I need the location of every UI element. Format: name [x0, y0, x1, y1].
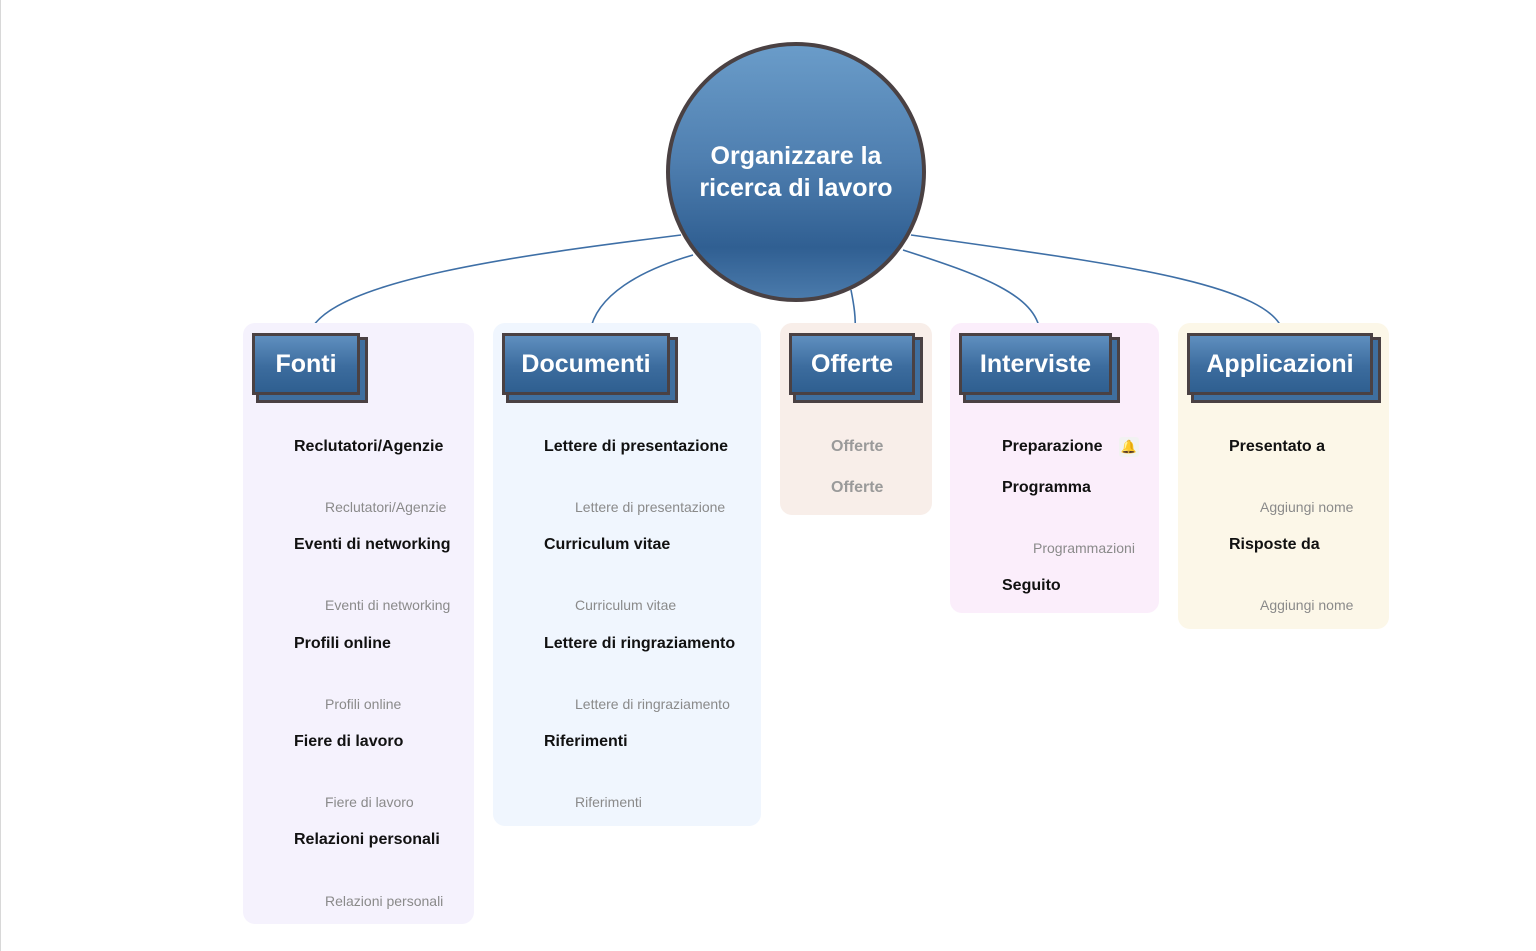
note-relazioni[interactable]: Relazioni personali [325, 893, 444, 909]
branch-offerte[interactable]: Offerte [789, 333, 915, 395]
note-lettere-presentazione[interactable]: Lettere di presentazione [575, 499, 726, 515]
subtopic-riferimenti[interactable]: Riferimenti [544, 733, 628, 750]
branch-interviste[interactable]: Interviste [959, 333, 1112, 395]
note-risposte[interactable]: Aggiungi nome [1260, 597, 1354, 613]
subtopic-offerte-2[interactable]: Offerte [831, 479, 884, 496]
subtopic-profili[interactable]: Profili online [294, 635, 391, 652]
note-profili[interactable]: Profili online [325, 696, 402, 712]
branch-documenti-label: Documenti [521, 349, 651, 378]
branch-interviste-label: Interviste [979, 349, 1092, 378]
note-riferimenti[interactable]: Riferimenti [575, 794, 642, 810]
subtopic-presentato[interactable]: Presentato a [1229, 438, 1326, 455]
branch-fonti[interactable]: Fonti [252, 333, 360, 395]
note-eventi[interactable]: Eventi di networking [325, 597, 451, 613]
connector-documenti [589, 254, 694, 333]
connector-applicazioni [910, 234, 1284, 333]
note-programmazioni[interactable]: Programmazioni [1033, 540, 1135, 556]
subtopic-relazioni[interactable]: Relazioni personali [294, 831, 440, 848]
central-topic-label: Organizzare la ricerca di lavoro [699, 142, 893, 202]
subtopic-fiere[interactable]: Fiere di lavoro [294, 733, 404, 750]
branch-offerte-label: Offerte [811, 349, 893, 378]
subtopic-risposte[interactable]: Risposte da [1229, 536, 1320, 553]
branch-documenti[interactable]: Documenti [502, 333, 670, 395]
note-fiere[interactable]: Fiere di lavoro [325, 794, 414, 810]
subtopic-programma[interactable]: Programma [1002, 479, 1091, 496]
subtopic-offerte-1[interactable]: Offerte [831, 438, 884, 455]
branch-applicazioni-label: Applicazioni [1206, 349, 1354, 378]
subtopic-reclutatori[interactable]: Reclutatori/Agenzie [294, 438, 444, 455]
subtopic-lettere-ringraziamento[interactable]: Lettere di ringraziamento [544, 635, 736, 652]
subtopic-seguito[interactable]: Seguito [1002, 577, 1061, 594]
subtopic-curriculum[interactable]: Curriculum vitae [544, 536, 671, 553]
panel-fonti [243, 323, 474, 924]
subtopic-eventi[interactable]: Eventi di networking [294, 536, 451, 553]
panel-documenti [493, 323, 761, 826]
connector-interviste [902, 249, 1041, 333]
note-lettere-ringraziamento[interactable]: Lettere di ringraziamento [575, 696, 730, 712]
note-presentato[interactable]: Aggiungi nome [1260, 499, 1354, 515]
branch-applicazioni[interactable]: Applicazioni [1187, 333, 1373, 395]
subtopic-preparazione[interactable]: Preparazione [1002, 438, 1103, 455]
bell-icon[interactable]: 🔔 [1119, 437, 1139, 457]
central-topic[interactable]: Organizzare la ricerca di lavoro [666, 42, 926, 302]
note-curriculum[interactable]: Curriculum vitae [575, 597, 677, 613]
connector-fonti [309, 234, 682, 333]
note-reclutatori[interactable]: Reclutatori/Agenzie [325, 499, 447, 515]
subtopic-lettere-presentazione[interactable]: Lettere di presentazione [544, 438, 729, 455]
branch-fonti-label: Fonti [275, 349, 337, 378]
